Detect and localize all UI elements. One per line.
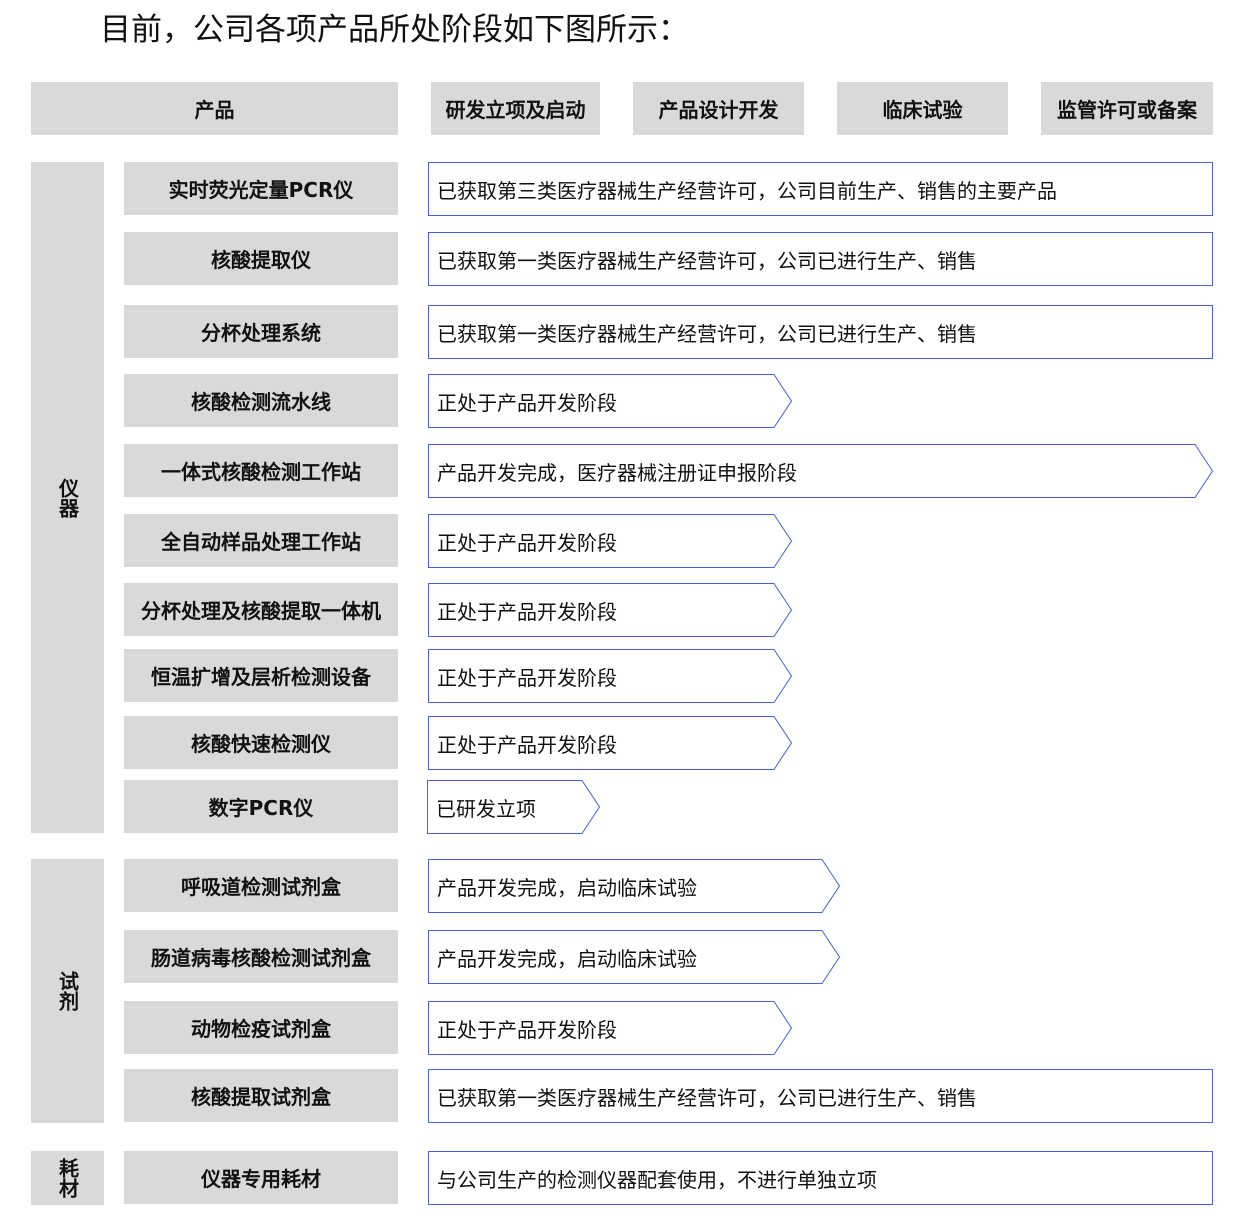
category-label: 试剂 [55, 971, 80, 1011]
category-consumables: 耗材 [31, 1151, 104, 1205]
status-box: 已获取第一类医疗器械生产经营许可，公司已进行生产、销售 [428, 305, 1213, 359]
status-text: 与公司生产的检测仪器配套使用，不进行单独立项 [437, 1167, 877, 1192]
status-text: 正处于产品开发阶段 [437, 390, 617, 415]
status-shape [428, 583, 793, 637]
status-arrow: 正处于产品开发阶段 [428, 514, 793, 568]
status-text: 正处于产品开发阶段 [437, 530, 617, 555]
status-shape [428, 514, 793, 568]
category-reagents: 试剂 [31, 859, 104, 1123]
status-shape [428, 1151, 1213, 1205]
header-product: 产品 [31, 82, 398, 135]
status-shape [428, 1069, 1213, 1123]
product-name: 核酸快速检测仪 [124, 716, 398, 769]
status-text: 产品开发完成，启动临床试验 [437, 875, 697, 900]
status-shape [428, 1001, 793, 1055]
status-shape [428, 444, 1214, 498]
status-shape [427, 780, 601, 834]
product-name: 分杯处理及核酸提取一体机 [124, 583, 398, 636]
category-label: 耗材 [55, 1158, 80, 1198]
header-stage-clinical: 临床试验 [837, 82, 1008, 135]
status-text: 已研发立项 [436, 796, 536, 821]
status-arrow: 已研发立项 [427, 780, 601, 834]
status-shape [428, 930, 841, 984]
status-shape [428, 859, 841, 913]
header-stage-approval: 监管许可或备案 [1041, 82, 1213, 135]
status-box: 已获取第一类医疗器械生产经营许可，公司已进行生产、销售 [428, 232, 1213, 286]
status-text: 已获取第三类医疗器械生产经营许可，公司目前生产、销售的主要产品 [437, 178, 1057, 203]
status-shape [428, 649, 793, 703]
status-arrow: 产品开发完成，启动临床试验 [428, 930, 841, 984]
product-name: 核酸提取试剂盒 [124, 1069, 398, 1122]
status-box: 已获取第三类医疗器械生产经营许可，公司目前生产、销售的主要产品 [428, 162, 1213, 216]
status-arrow: 正处于产品开发阶段 [428, 374, 793, 428]
status-text: 产品开发完成，医疗器械注册证申报阶段 [437, 460, 797, 485]
product-name: 数字PCR仪 [124, 780, 398, 833]
status-shape [428, 232, 1213, 286]
category-instruments: 仪器 [31, 162, 104, 833]
status-text: 正处于产品开发阶段 [437, 1017, 617, 1042]
status-arrow: 产品开发完成，启动临床试验 [428, 859, 841, 913]
status-text: 正处于产品开发阶段 [437, 599, 617, 624]
status-box: 与公司生产的检测仪器配套使用，不进行单独立项 [428, 1151, 1213, 1205]
header-stage-initiation: 研发立项及启动 [431, 82, 600, 135]
product-name: 恒温扩增及层析检测设备 [124, 649, 398, 702]
status-text: 正处于产品开发阶段 [437, 665, 617, 690]
status-text: 已获取第一类医疗器械生产经营许可，公司已进行生产、销售 [437, 321, 977, 346]
product-name: 仪器专用耗材 [124, 1151, 398, 1204]
product-name: 肠道病毒核酸检测试剂盒 [124, 930, 398, 983]
status-arrow: 正处于产品开发阶段 [428, 583, 793, 637]
category-label: 仪器 [55, 477, 80, 518]
status-box: 已获取第一类医疗器械生产经营许可，公司已进行生产、销售 [428, 1069, 1213, 1123]
product-name: 呼吸道检测试剂盒 [124, 859, 398, 912]
status-shape [428, 162, 1213, 216]
status-shape [428, 716, 793, 770]
status-text: 正处于产品开发阶段 [437, 732, 617, 757]
product-name: 分杯处理系统 [124, 305, 398, 358]
status-arrow: 产品开发完成，医疗器械注册证申报阶段 [428, 444, 1214, 498]
page-title: 目前，公司各项产品所处阶段如下图所示： [100, 12, 689, 48]
status-text: 产品开发完成，启动临床试验 [437, 946, 697, 971]
product-name: 核酸检测流水线 [124, 374, 398, 427]
status-arrow: 正处于产品开发阶段 [428, 1001, 793, 1055]
header-stage-design: 产品设计开发 [633, 82, 804, 135]
product-name: 动物检疫试剂盒 [124, 1001, 398, 1054]
product-name: 一体式核酸检测工作站 [124, 444, 398, 497]
status-text: 已获取第一类医疗器械生产经营许可，公司已进行生产、销售 [437, 248, 977, 273]
status-arrow: 正处于产品开发阶段 [428, 649, 793, 703]
status-text: 已获取第一类医疗器械生产经营许可，公司已进行生产、销售 [437, 1085, 977, 1110]
product-name: 实时荧光定量PCR仪 [124, 162, 398, 215]
status-arrow: 正处于产品开发阶段 [428, 716, 793, 770]
product-name: 核酸提取仪 [124, 232, 398, 285]
status-shape [428, 305, 1213, 359]
product-name: 全自动样品处理工作站 [124, 514, 398, 567]
status-shape [428, 374, 793, 428]
